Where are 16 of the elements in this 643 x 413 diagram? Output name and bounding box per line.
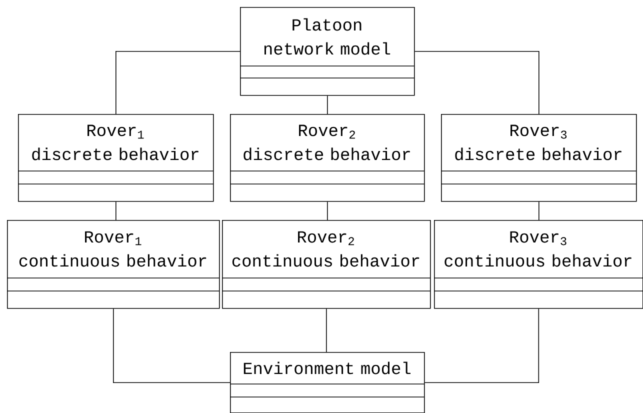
connector — [116, 51, 240, 114]
class-box: Rover$_{1}$ continuous behavior — [6, 220, 220, 309]
class-box: Rover$_{2}$ continuous behavior — [222, 220, 431, 309]
class-box: Platoon network model — [240, 7, 415, 96]
connector — [327, 95, 328, 114]
class-box: Rover$_{3}$ continuous behavior — [434, 220, 643, 309]
connector — [327, 201, 328, 220]
connector — [113, 308, 230, 384]
connector — [538, 201, 540, 220]
class-box: Rover$_{3}$ discrete behavior — [440, 114, 637, 202]
connector — [424, 308, 540, 384]
class-box: Rover$_{1}$ discrete behavior — [18, 114, 214, 202]
connector — [414, 51, 540, 114]
class-box: Environment model — [230, 352, 425, 413]
connector — [326, 308, 327, 352]
class-box: Rover$_{2}$ discrete behavior — [230, 114, 425, 202]
